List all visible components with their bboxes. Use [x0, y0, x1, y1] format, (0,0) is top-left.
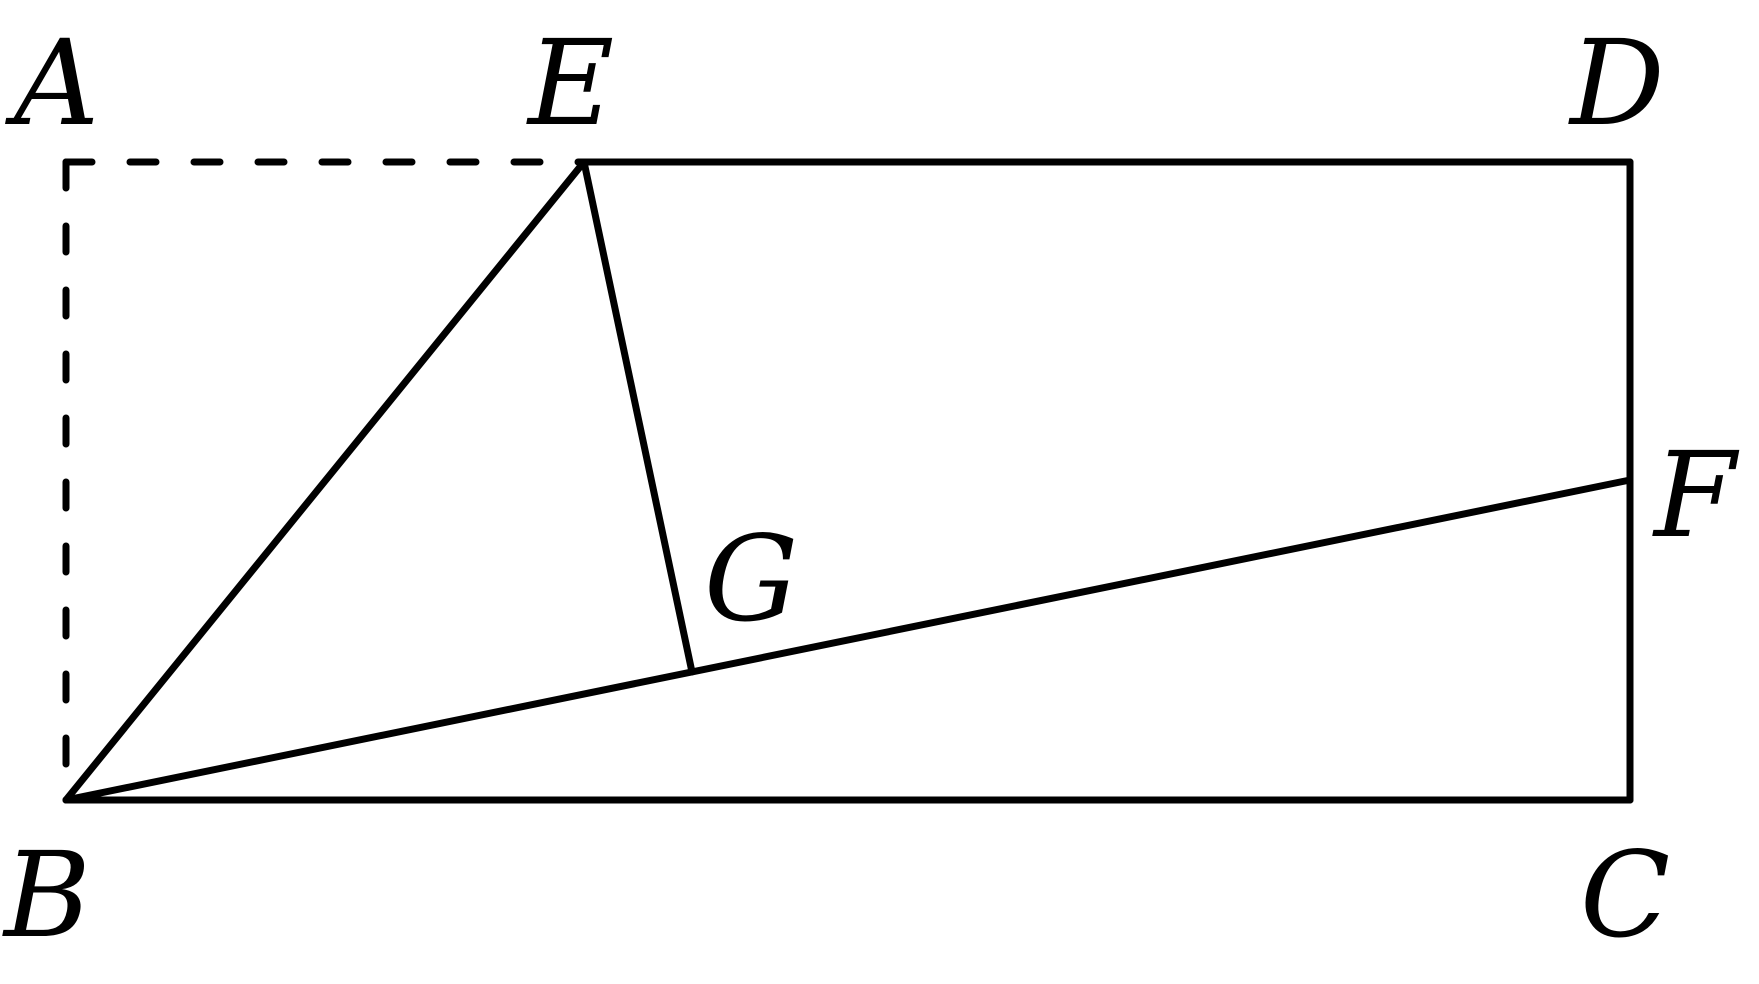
segment-eg [580, 158, 696, 676]
segment-bf [62, 476, 1634, 804]
vertex-label-g: G [704, 510, 798, 648]
vertex-label-d: D [1568, 14, 1665, 152]
segment-be [62, 158, 588, 804]
vertex-label-b: B [2, 826, 91, 964]
vertex-label-c: C [1580, 826, 1670, 964]
vertex-label-f: F [1652, 426, 1740, 564]
vertex-label-e: E [526, 14, 614, 152]
vertex-label-a: A [5, 14, 99, 152]
